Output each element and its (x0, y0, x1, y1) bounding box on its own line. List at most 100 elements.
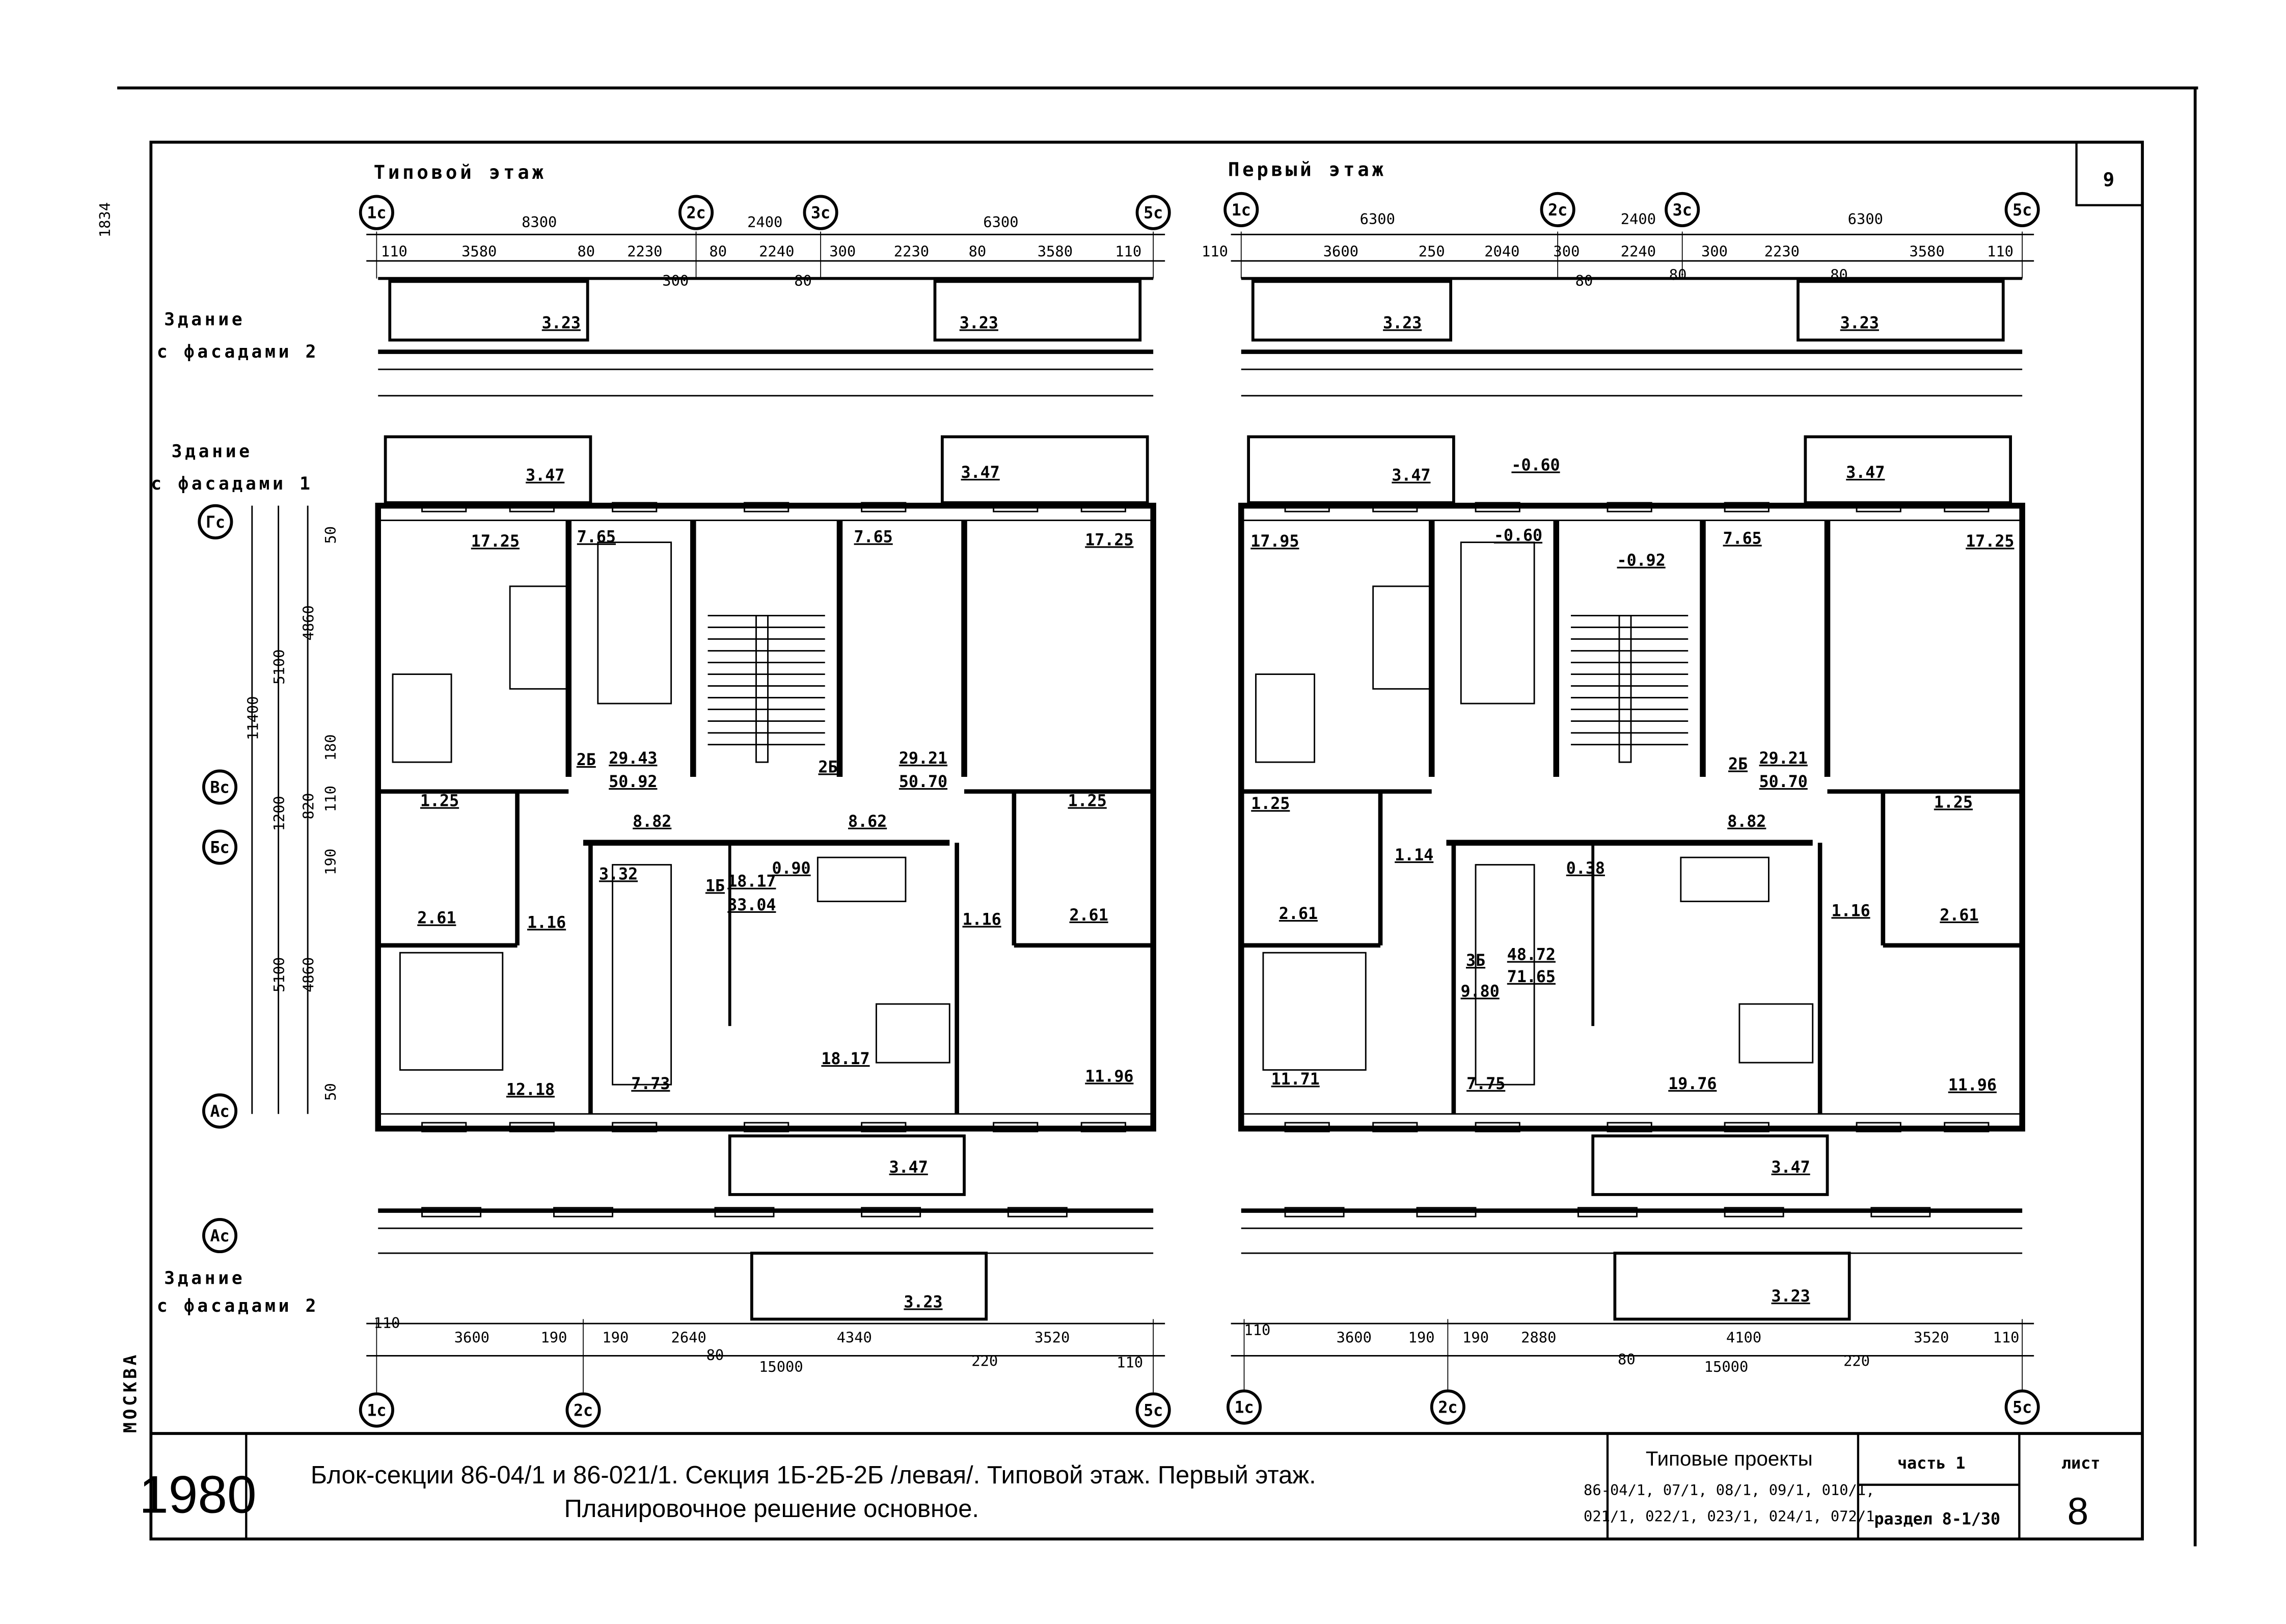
axis-top-left: 1с (367, 204, 386, 223)
dimension: 1200 (270, 796, 288, 831)
room-area: 8.82 (633, 813, 671, 831)
axis-bottom-right: 5с (2012, 1399, 2032, 1417)
dimension: 50 (322, 1083, 339, 1101)
room-area: 3.47 (889, 1158, 928, 1177)
dimension: 110 (1244, 1321, 1270, 1339)
drawing-subtitle: Планировочное решение основное. (564, 1495, 979, 1523)
room-area: 7.65 (1723, 529, 1762, 548)
dimension: 3600 (1323, 243, 1358, 260)
room-area: 29.21 (899, 749, 947, 768)
dimension: 2040 (1484, 243, 1519, 260)
projects-heading: Типовые проекты (1646, 1447, 1813, 1470)
room-area: 3.23 (542, 314, 581, 333)
dimension: 110 (1987, 243, 2013, 260)
dimension: 4860 (300, 605, 317, 640)
axis-top-right: 3с (1673, 201, 1692, 220)
room-area: 33.04 (727, 896, 776, 914)
dimension: 4860 (300, 957, 317, 992)
room-area: 17.25 (1966, 532, 2014, 551)
dimension: 6300 (1848, 210, 1883, 228)
room-area: -0.92 (1617, 552, 1666, 570)
dimension: 190 (1408, 1329, 1435, 1346)
axis-bottom-left: 1с (367, 1401, 386, 1420)
dimension: 80 (1618, 1351, 1636, 1368)
axis-row-bubble (202, 1093, 238, 1129)
room-area: 48.72 (1507, 946, 1556, 964)
dimension: 80 (1575, 272, 1593, 289)
plan-typical-floor (375, 277, 1156, 1321)
axis-top-right: 5с (2012, 201, 2032, 220)
dimension: 80 (794, 272, 812, 289)
room-area: 1.25 (1251, 795, 1290, 813)
room-area: 3.23 (904, 1293, 942, 1312)
axis-top-left-bubble (678, 195, 714, 230)
room-area: 29.43 (609, 749, 657, 768)
building-label: с фасадами 2 (157, 342, 319, 362)
dimension: 2230 (1764, 243, 1800, 260)
room-area: 1.16 (1831, 902, 1870, 920)
dimension: 190 (322, 849, 339, 875)
building-label: с фасадами 2 (157, 1296, 319, 1316)
axis-bottom-right-bubble (1430, 1389, 1465, 1425)
room-area: 3.47 (1772, 1158, 1810, 1177)
dimension: 80 (1669, 266, 1687, 284)
dimension: 190 (540, 1329, 567, 1346)
building-label: Здание (164, 1268, 245, 1288)
dimension: 80 (577, 243, 595, 260)
dimension: 110 (1202, 243, 1228, 260)
dimension: 820 (300, 793, 317, 820)
dimension-lines (251, 231, 2034, 1393)
axis-top-left: 3с (811, 204, 830, 223)
dimension: 11400 (244, 696, 261, 741)
sheet-number-top: 9 (2103, 168, 2117, 191)
room-area: 3.23 (960, 314, 998, 333)
dimension: 2240 (1621, 243, 1656, 260)
dimension: 3520 (1035, 1329, 1070, 1346)
dimension: 15000 (759, 1358, 803, 1375)
dimension: 2230 (627, 243, 662, 260)
axis-row-bubble (202, 1218, 238, 1254)
room-area: 2Б (818, 758, 837, 776)
dimension: 6300 (1360, 210, 1395, 228)
dimension: 3600 (1337, 1329, 1372, 1346)
projects-list: 86-04/1, 07/1, 08/1, 09/1, 010/1, (1584, 1481, 1874, 1499)
dimension: 3600 (454, 1329, 489, 1346)
room-area: 3.23 (1772, 1287, 1810, 1306)
room-area: 2.61 (1279, 905, 1318, 923)
room-area: 17.95 (1250, 532, 1299, 551)
axis-top-right-bubble (2004, 192, 2040, 227)
room-area: 1.16 (527, 913, 566, 932)
dimension: 300 (662, 272, 689, 289)
axis-row-bubble (198, 504, 233, 539)
room-area: 11.71 (1271, 1070, 1320, 1089)
dimension: 2400 (1621, 210, 1656, 228)
part-label: часть 1 (1897, 1454, 1965, 1473)
room-area: -0.60 (1511, 456, 1560, 475)
dimension: 3580 (461, 243, 497, 260)
axis-row: Бс (210, 839, 229, 857)
axis-top-right: 1с (1232, 201, 1251, 220)
room-area: 8.62 (848, 813, 887, 831)
dimension: 110 (322, 786, 339, 812)
dimension: 300 (1701, 243, 1728, 260)
room-area: 2.61 (417, 909, 456, 928)
room-area: 3.47 (1846, 464, 1885, 482)
axis-top-left: 5с (1144, 204, 1163, 223)
dimension: 3580 (1038, 243, 1073, 260)
room-area: -0.60 (1494, 527, 1542, 545)
dimension: 50 (322, 526, 339, 544)
room-area: 18.17 (821, 1050, 869, 1068)
dimension: 5100 (270, 957, 288, 992)
building-label: Здание (172, 442, 253, 462)
plan-first-floor (1238, 277, 2025, 1321)
dimension: 110 (374, 1314, 400, 1332)
axis-row-bubble (202, 769, 238, 805)
dimension: 6300 (983, 213, 1018, 231)
room-area: 17.25 (1085, 531, 1133, 549)
dimension: 80 (709, 243, 727, 260)
room-area: 7.75 (1466, 1075, 1505, 1093)
room-area: 2Б (577, 751, 596, 769)
sheet-label: лист (2061, 1454, 2100, 1473)
sheet-frame (117, 86, 2198, 1547)
